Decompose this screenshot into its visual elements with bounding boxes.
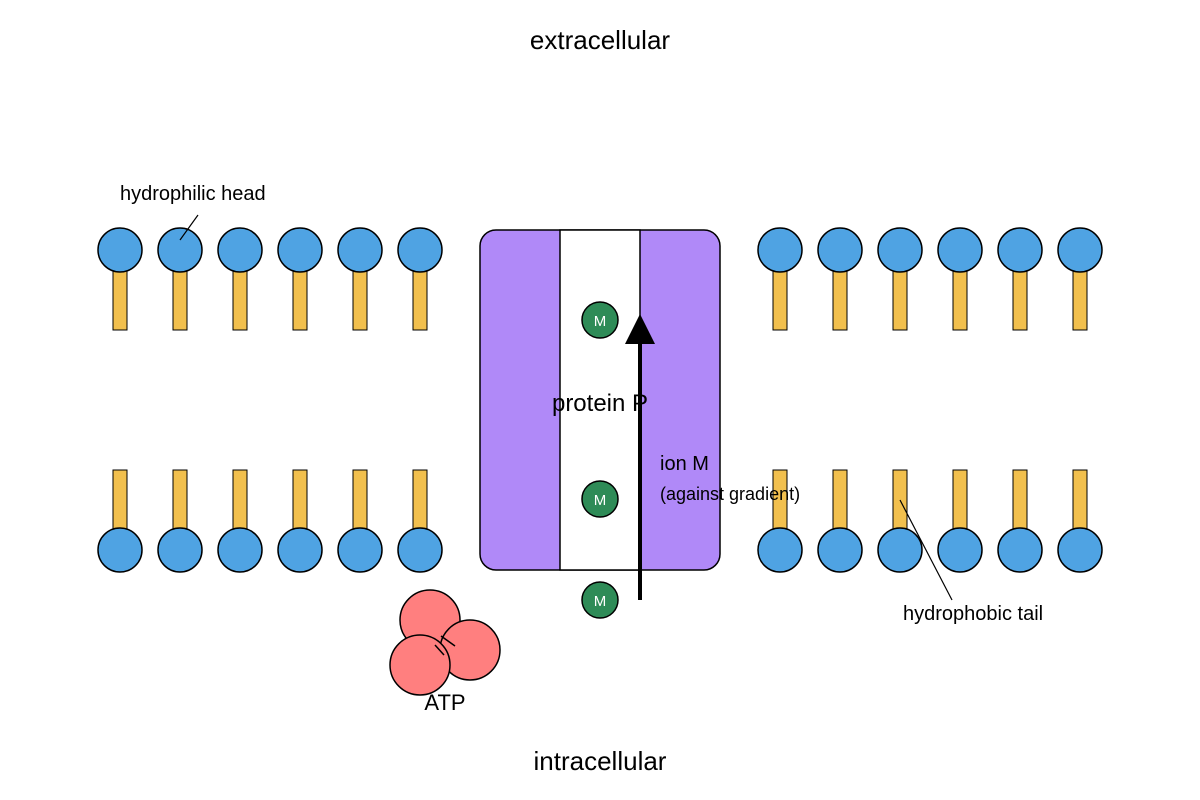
lower-leaflet-right — [757, 469, 1103, 573]
phospholipid — [877, 227, 923, 331]
intracellular-label: intracellular — [534, 746, 667, 776]
transport-protein: protein P — [479, 229, 721, 571]
phospholipid — [997, 227, 1043, 331]
ion: M — [581, 480, 619, 518]
phospholipid — [97, 227, 143, 331]
phospholipid — [97, 469, 143, 573]
ion-symbol: M — [594, 313, 607, 330]
phospholipid — [337, 469, 383, 573]
phospholipid — [217, 227, 263, 331]
phospholipid — [157, 469, 203, 573]
phospholipid — [397, 469, 443, 573]
extracellular-label: extracellular — [530, 25, 671, 55]
atp-molecule — [389, 589, 501, 696]
upper-leaflet-left — [97, 227, 443, 331]
phospholipid — [937, 469, 983, 573]
phospholipid — [277, 469, 323, 573]
ion-label: ion M — [660, 453, 709, 475]
phospholipid — [1057, 227, 1103, 331]
phospholipid — [277, 227, 323, 331]
lower-leaflet-left — [97, 469, 443, 573]
phospholipid — [877, 469, 923, 573]
phospholipid — [397, 227, 443, 331]
phospholipid — [157, 227, 203, 331]
phospholipid — [937, 227, 983, 331]
upper-leaflet-right — [757, 227, 1103, 331]
phospholipid — [757, 469, 803, 573]
atp-label: ATP — [424, 690, 465, 715]
hydrophobic-tail-pointer — [899, 499, 953, 601]
phospholipid — [817, 469, 863, 573]
ion-symbol: M — [594, 492, 607, 509]
phospholipid — [997, 469, 1043, 573]
phospholipid — [757, 227, 803, 331]
phospholipid — [337, 227, 383, 331]
hydrophobic-tail-label: hydrophobic tail — [903, 603, 1043, 625]
ion: M — [581, 581, 619, 619]
transport-arrow — [625, 314, 655, 600]
phospholipid — [817, 227, 863, 331]
hydrophilic-head-pointer — [179, 214, 199, 241]
phospholipid — [1057, 469, 1103, 573]
hydrophilic-head-label: hydrophilic head — [120, 183, 266, 205]
ion-symbol: M — [594, 593, 607, 610]
ion: M — [581, 301, 619, 339]
protein-label: protein P — [552, 390, 648, 417]
gradient-note: (against gradient) — [660, 484, 800, 504]
phospholipid — [217, 469, 263, 573]
